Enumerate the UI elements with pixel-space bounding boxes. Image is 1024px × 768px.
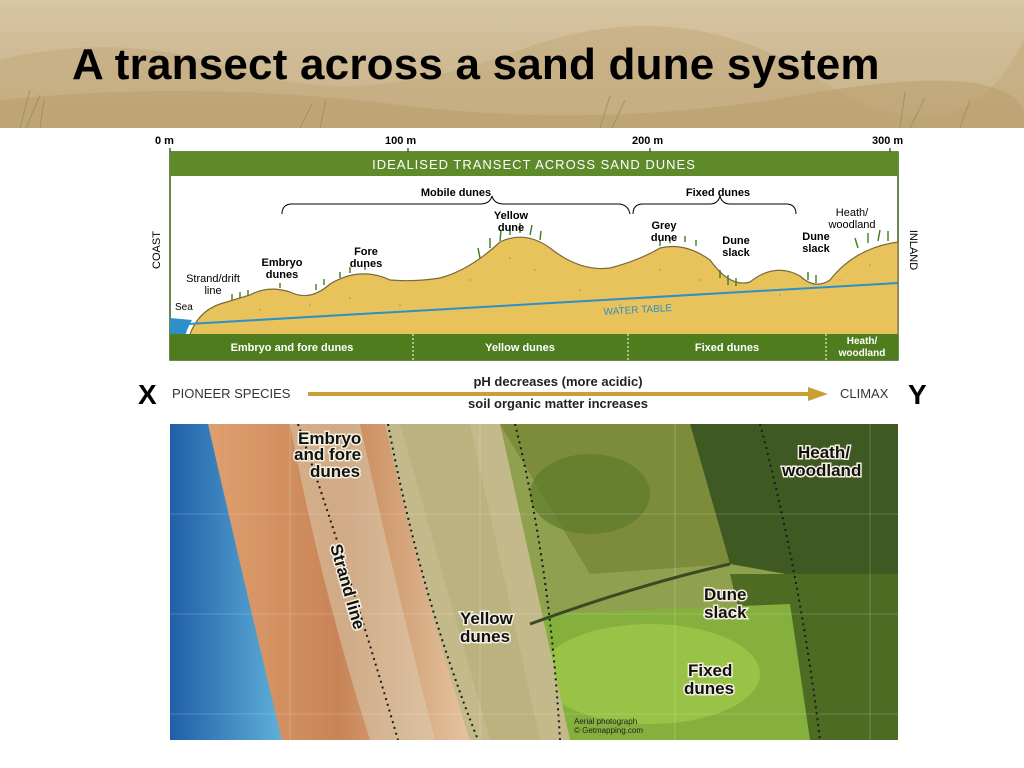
embryo-label-1: Embryo [262,257,303,269]
grey-label-1: Grey [651,220,677,232]
fore-label-1: Fore [354,246,378,258]
zone-heath-line1: Heath/ [847,336,878,347]
fixed-dunes-label: Fixed dunes [686,187,750,199]
mobile-dunes-label: Mobile dunes [421,187,491,199]
photo-fixed-2: dunes [684,679,734,698]
water-table-label: WATER TABLE [603,303,672,318]
zone-fixed: Fixed dunes [695,342,759,354]
boundary-yellow-fixed [514,424,561,740]
strand-label-1: Strand/drift [186,273,240,285]
scale-0m: 0 m [155,135,174,147]
inland-label: INLAND [907,230,919,270]
photo-slack-1: Dune [704,585,747,604]
slack2-label-1: Dune [802,231,830,243]
yellow-label-1: Yellow [494,210,529,222]
slack1-label-1: Dune [722,235,750,247]
page-title: A transect across a sand dune system [72,40,880,89]
zone-bar [170,334,898,360]
heath-label-2: woodland [827,219,875,231]
organic-matter-label: soil organic matter increases [468,396,648,411]
heath-label-1: Heath/ [836,207,869,219]
slack1-label-2: slack [722,247,750,259]
photo-yellow-1: Yellow [460,609,514,628]
photo-embryo-1: Embryo [298,429,361,448]
banner-title: IDEALISED TRANSECT ACROSS SAND DUNES [372,157,696,172]
arrowhead-icon [808,387,828,401]
photo-yellow-2: dunes [460,627,510,646]
sand-texture-background [0,26,1024,128]
header-banner: A transect across a sand dune system [0,0,1024,128]
photo-credit-2: © Getmapping.com [574,726,643,735]
mobile-dunes-brace [281,195,631,215]
fixed-dunes-brace [632,195,797,215]
zone-embryo-fore: Embryo and fore dunes [231,342,354,354]
ph-label: pH decreases (more acidic) [473,374,642,389]
zone-yellow: Yellow dunes [485,342,555,354]
photo-heath-1: Heath/ [798,443,850,462]
dune-slack-track [529,562,731,626]
photo-fixed-1: Fixed [688,661,732,680]
grey-label-2: dune [651,232,677,244]
dune-profile [184,236,899,361]
scale-300m: 300 m [872,135,903,147]
photo-embryo-2: and fore [294,445,361,464]
scale-100m: 100 m [385,135,416,147]
embryo-label-2: dunes [266,269,298,281]
slack2-label-2: slack [802,243,830,255]
fore-label-2: dunes [350,258,382,270]
aerial-photograph: Embryo and fore dunes Yellow dunes Heath… [170,424,898,740]
yellow-label-2: dune [498,222,524,234]
photo-heath-2: woodland [781,461,861,480]
succession-arrow: PIONEER SPECIES pH decreases (more acidi… [172,374,889,411]
sea-label: Sea [175,302,193,313]
climax-label: CLIMAX [840,386,889,401]
boundary-strand [297,424,399,740]
strand-label-2: line [204,285,221,297]
photo-credit-1: Aerial photograph [574,717,637,726]
boundary-embryo-yellow [387,424,479,740]
boundary-fixed-heath [759,424,821,740]
photo-slack-2: slack [704,603,747,622]
x-marker: X [138,379,157,410]
scale-200m: 200 m [632,135,663,147]
photo-embryo-3: dunes [310,462,360,481]
coast-label: COAST [151,231,163,269]
transect-diagram: 0 m 100 m 200 m 300 m IDEALISED TRANSECT… [151,135,919,361]
y-marker: Y [908,379,927,410]
zone-heath-line2: woodland [838,348,886,359]
pioneer-species-label: PIONEER SPECIES [172,386,291,401]
banner-bar [170,152,898,176]
water-table-line [187,282,899,325]
